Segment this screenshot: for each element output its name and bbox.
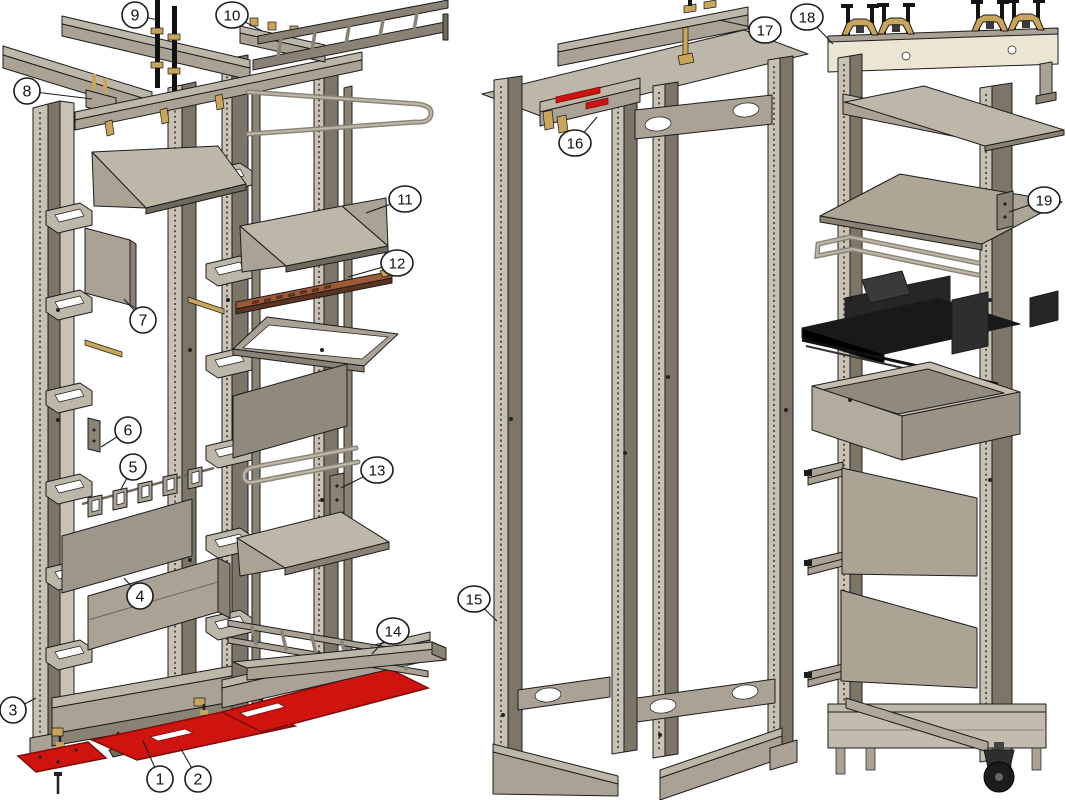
- front-top-beam-16: [539, 77, 641, 134]
- callout-14-balloon: [376, 617, 410, 645]
- header-beam-18: [827, 27, 1059, 105]
- callout-9-balloon: [121, 1, 149, 29]
- top-cross-brace-slotted: [634, 94, 773, 140]
- callout-12-number: 12: [389, 255, 406, 272]
- callout-4-balloon: [126, 582, 154, 610]
- side-bracket-stub: [804, 663, 844, 688]
- blank-panel-4a: [61, 498, 193, 594]
- caster-base-frame: [827, 697, 1047, 775]
- callout-1-number: 1: [156, 772, 165, 789]
- callout-2-number: 2: [194, 772, 203, 789]
- rail-bracket-13: [329, 472, 345, 516]
- frame-post-front-left: [493, 75, 523, 793]
- right-rack-assembly: [801, 0, 1065, 793]
- callout-8-number: 8: [23, 84, 32, 101]
- wire-loop-13: [241, 445, 361, 485]
- callout-16-number: 16: [567, 135, 584, 152]
- callout-15-balloon: [457, 585, 491, 613]
- flat-shelf-right-bay: [236, 511, 390, 577]
- small-bus-bar-stick-center: [187, 296, 225, 315]
- equipment-tray: [811, 361, 1021, 461]
- lower-cross-brace-side: [636, 678, 776, 723]
- callout-19-balloon: [1027, 186, 1061, 214]
- callout-18-number: 18: [799, 9, 816, 26]
- callout-15-number: 15: [466, 591, 483, 608]
- open-frame-member: [232, 316, 399, 373]
- side-bracket-stub: [804, 551, 844, 576]
- callout-6-number: 6: [124, 423, 133, 440]
- top-beam-17: [557, 0, 749, 67]
- front-panel-lower: [840, 589, 978, 689]
- callout-3-number: 3: [9, 703, 18, 720]
- callout-18-balloon: [790, 3, 824, 31]
- post-bracket-19: [996, 190, 1014, 231]
- frame-post-rear-left: [611, 85, 638, 755]
- threaded-hanger-rods: [150, 0, 181, 96]
- callout-10-number: 10: [224, 7, 241, 24]
- callout-6-balloon: [114, 416, 142, 444]
- u-bolt-clamp: [876, 2, 916, 35]
- cable-guide-loop-rod: [245, 89, 434, 137]
- blank-panel-4b: [87, 557, 231, 651]
- callout-10-balloon: [215, 1, 249, 29]
- black-equipment-bracket: [801, 270, 1059, 391]
- u-bolt-clamp: [840, 3, 880, 36]
- callout-17-balloon: [748, 16, 782, 44]
- callout-19-number: 19: [1036, 192, 1053, 209]
- bent-support-rod: [814, 234, 981, 278]
- bracket-6: [87, 417, 101, 453]
- red-floor-plate-small: [16, 741, 108, 794]
- side-bracket-stub: [804, 461, 844, 486]
- floor-support-beam: [232, 641, 447, 681]
- callout-11-number: 11: [397, 191, 413, 208]
- upper-shelf: [844, 85, 1065, 152]
- callout-1-balloon: [146, 765, 174, 793]
- callout-4-number: 4: [136, 589, 145, 606]
- frame-post-front-right: [652, 81, 679, 759]
- copper-busbar-12: [235, 267, 396, 315]
- callout-9-number: 9: [131, 8, 140, 25]
- callout-3-balloon: [0, 696, 27, 724]
- center-rack-frame: [481, 0, 809, 800]
- callout-7-number: 7: [139, 313, 148, 330]
- callout-13-balloon: [360, 456, 394, 484]
- callout-12-balloon: [380, 249, 414, 277]
- lower-cross-brace-front: [517, 676, 611, 711]
- callout-11-balloon: [388, 185, 422, 213]
- base-channel-front: [492, 743, 619, 797]
- front-top-rail: [74, 51, 363, 137]
- sloped-shelf-left-bay: [91, 145, 247, 215]
- callout-13-number: 13: [369, 462, 386, 479]
- callout-14-number: 14: [385, 623, 402, 640]
- callout-5-balloon: [119, 453, 147, 481]
- u-bolt-clamp: [970, 0, 1010, 32]
- front-panel-upper: [841, 467, 978, 577]
- callout-7-balloon: [129, 306, 157, 334]
- terminal-clip-row-5: [81, 466, 215, 518]
- callout-16-balloon: [558, 129, 592, 157]
- small-bus-bar-stick-left: [84, 339, 123, 358]
- callout-17-number: 17: [757, 22, 774, 39]
- callout-8-balloon: [13, 77, 41, 105]
- rear-panel-right-bay: [232, 363, 348, 459]
- caster-wheel: [983, 742, 1015, 793]
- base-channel-left-bay: [51, 665, 233, 747]
- cable-ladder: [252, 0, 449, 71]
- callout-2-balloon: [184, 765, 212, 793]
- rear-post-foot-pad: [769, 739, 798, 771]
- frame-post-rear-right: [767, 55, 794, 759]
- sloped-shelf-11: [239, 197, 389, 273]
- u-bolt-clamp: [1006, 0, 1046, 31]
- callout-5-number: 5: [129, 460, 138, 477]
- mounting-panel-7: [84, 227, 137, 310]
- left-rack-assembly: [2, 0, 449, 794]
